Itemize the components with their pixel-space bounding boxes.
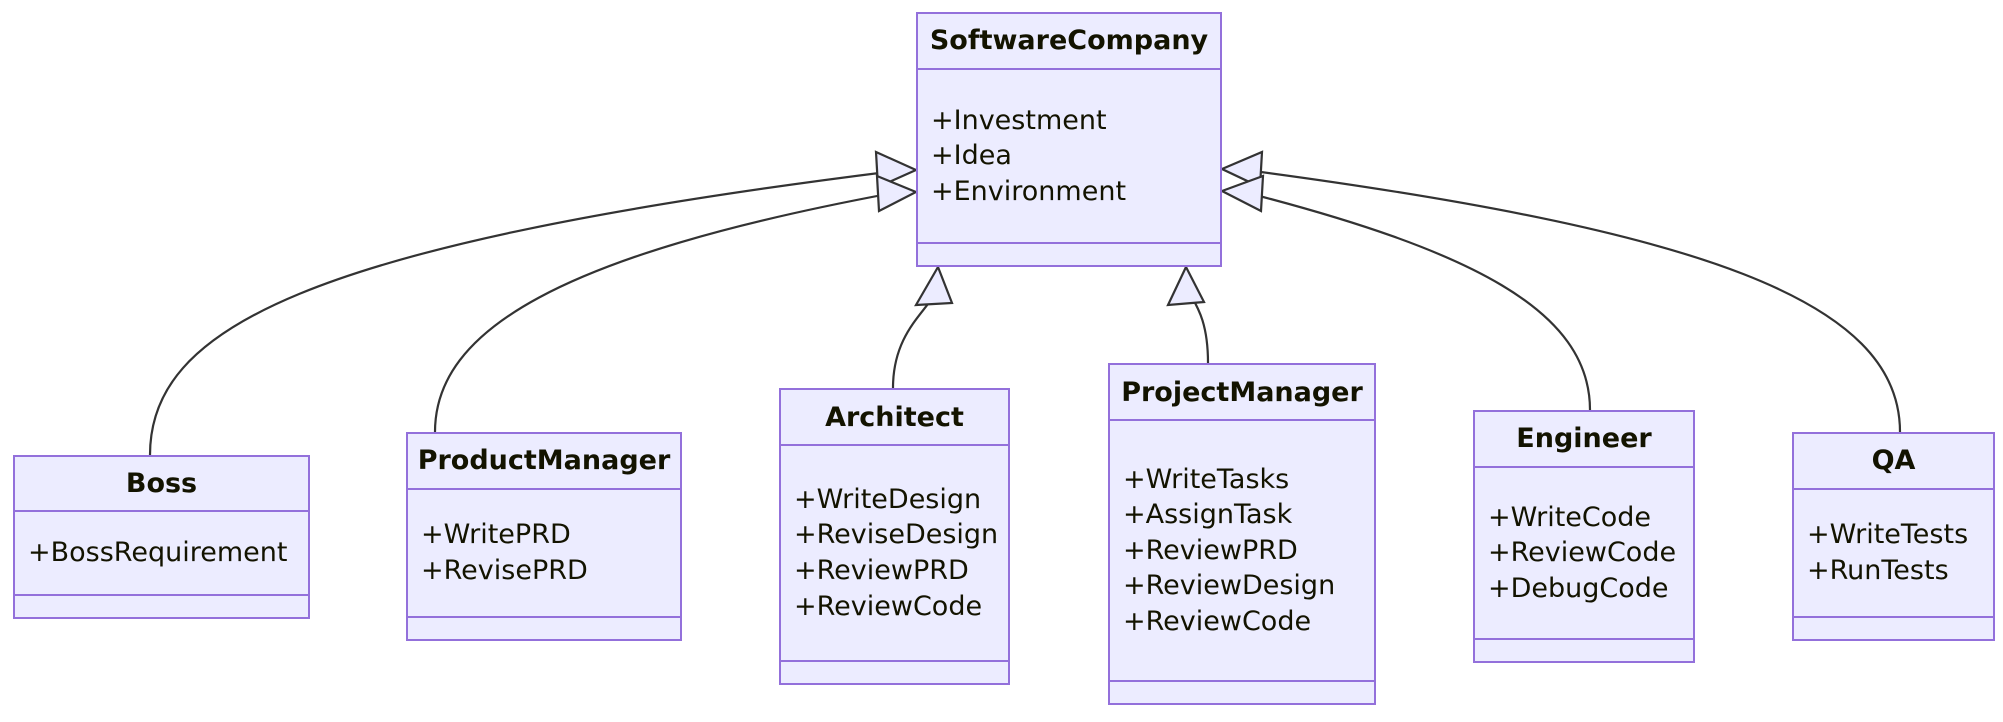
class-title-qa: QA [1794,434,1993,490]
class-members-engineer: +WriteCode +ReviewCode +DebugCode [1475,468,1693,640]
class-member: +RunTests [1807,554,1949,586]
class-member: +ReviewPRD [1123,534,1298,566]
class-title-software-company: SoftwareCompany [918,14,1220,70]
class-member: +ReviewCode [1123,606,1312,638]
class-title-product-manager: ProductManager [408,434,680,490]
class-members-qa: +WriteTests +RunTests [1794,490,1993,618]
class-title-project-manager: ProjectManager [1110,365,1374,422]
class-node-architect[interactable]: Architect +WriteDesign +ReviseDesign +Re… [779,388,1010,685]
class-node-project-manager[interactable]: ProjectManager +WriteTasks +AssignTask +… [1108,363,1376,705]
class-methods-project-manager [1110,682,1374,703]
class-node-product-manager[interactable]: ProductManager +WritePRD +RevisePRD [406,432,682,641]
class-node-qa[interactable]: QA +WriteTests +RunTests [1792,432,1995,641]
edge-projectmanager-to-softwarecompany [1187,289,1210,364]
edge-architect-to-softwarecompany [891,289,938,389]
generalization-arrowhead-qa [1219,150,1264,189]
class-member: +WriteTasks [1123,463,1290,495]
class-title-boss: Boss [15,457,308,513]
class-methods-boss [15,596,308,617]
class-title-architect: Architect [781,390,1008,447]
class-member: +WriteCode [1488,501,1652,533]
class-members-project-manager: +WriteTasks +AssignTask +ReviewPRD +Revi… [1110,421,1374,682]
class-node-software-company[interactable]: SoftwareCompany +Investment +Idea +Envir… [916,12,1222,267]
class-member: +AssignTask [1123,499,1293,531]
class-member: +ReviewDesign [1123,570,1336,602]
class-members-architect: +WriteDesign +ReviseDesign +ReviewPRD +R… [781,446,1008,662]
class-member: +WriteTests [1807,519,1969,551]
class-members-software-company: +Investment +Idea +Environment [918,70,1220,244]
class-methods-architect [781,662,1008,683]
class-methods-software-company [918,244,1220,265]
generalization-arrowhead-projectmanager [1166,264,1206,307]
class-member: +RevisePRD [421,554,588,586]
generalization-arrowhead-boss [874,150,919,189]
class-member: +BossRequirement [28,537,288,569]
class-members-product-manager: +WritePRD +RevisePRD [408,490,680,618]
class-methods-product-manager [408,618,680,639]
class-member: +Idea [931,140,1012,172]
class-methods-engineer [1475,640,1693,661]
class-members-boss: +BossRequirement [15,512,308,596]
class-node-boss[interactable]: Boss +BossRequirement [13,455,310,619]
class-member: +ReviewCode [794,590,983,622]
class-methods-qa [1794,618,1993,639]
class-title-engineer: Engineer [1475,412,1693,468]
generalization-arrowhead-engineer [1219,174,1265,213]
class-member: +Environment [931,175,1127,207]
generalization-arrowhead-architect [914,264,954,307]
generalization-arrowhead-productmanager [875,174,919,213]
class-member: +DebugCode [1488,572,1669,604]
class-member: +Investment [931,104,1107,136]
class-member: +ReviewPRD [794,555,969,587]
class-node-engineer[interactable]: Engineer +WriteCode +ReviewCode +DebugCo… [1473,410,1695,663]
class-member: +WritePRD [421,519,571,551]
class-member: +WriteDesign [794,483,982,515]
class-member: +ReviewCode [1488,537,1677,569]
class-member: +ReviseDesign [794,519,999,551]
